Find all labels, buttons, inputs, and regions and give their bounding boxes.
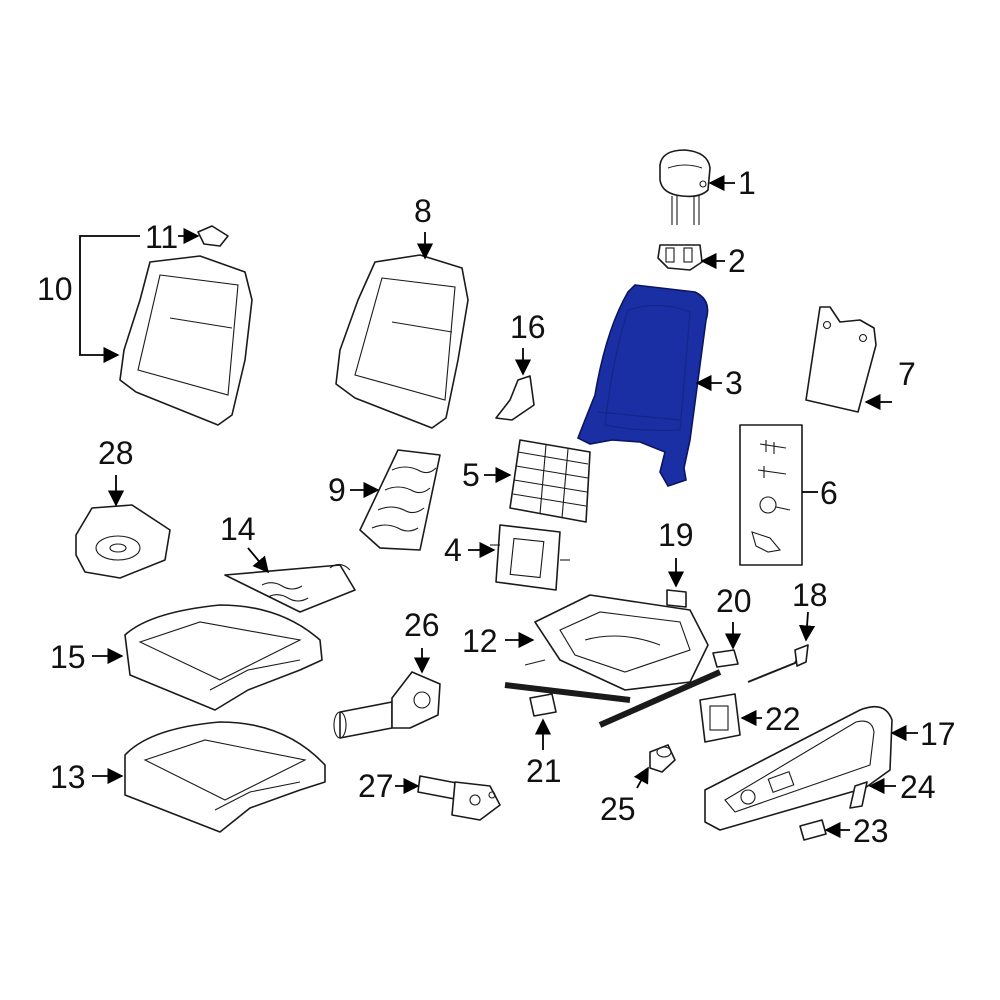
part-2-headrest-guide[interactable] xyxy=(657,244,703,271)
callout-26: 26 xyxy=(404,607,440,643)
part-16-trim-piece[interactable] xyxy=(495,375,535,421)
callout-7: 7 xyxy=(898,356,916,392)
part-27-motor-bracket[interactable] xyxy=(417,775,501,821)
part-8-seatback-pad[interactable] xyxy=(335,254,469,429)
part-11-clip[interactable] xyxy=(197,225,229,247)
callout-6: 6 xyxy=(820,475,838,511)
callout-20: 20 xyxy=(716,583,752,619)
part-15-seat-cover[interactable] xyxy=(124,604,323,711)
part-9-lumbar-pad[interactable] xyxy=(359,449,441,551)
callout-19: 19 xyxy=(658,517,694,553)
callout-11: 11 xyxy=(145,219,178,255)
leader-18 xyxy=(798,611,816,642)
part-24-trim-piece[interactable] xyxy=(849,781,868,809)
part-12-seat-frame[interactable] xyxy=(504,594,722,728)
callout-14: 14 xyxy=(220,511,256,547)
part-3-seatback-frame[interactable] xyxy=(576,284,709,487)
callout-22: 22 xyxy=(765,701,801,737)
callout-4: 4 xyxy=(444,532,462,568)
part-4-lumbar-mechanism[interactable] xyxy=(490,524,570,591)
callout-1: 1 xyxy=(738,165,756,201)
callout-9: 9 xyxy=(328,472,346,508)
part-23-cap[interactable] xyxy=(799,819,827,841)
part-22-switch[interactable] xyxy=(699,693,741,743)
part-19-clip[interactable] xyxy=(666,589,687,608)
part-13-seat-pad[interactable] xyxy=(124,721,326,833)
part-28-mount[interactable] xyxy=(75,504,171,579)
part-18-cable[interactable] xyxy=(747,644,809,683)
part-25-knob[interactable] xyxy=(649,744,676,773)
callout-24: 24 xyxy=(900,769,936,805)
part-6-hardware-kit[interactable] xyxy=(739,424,803,566)
callout-17: 17 xyxy=(920,716,956,752)
callout-23: 23 xyxy=(853,813,889,849)
callout-10: 10 xyxy=(37,271,73,307)
callout-13: 13 xyxy=(50,759,86,795)
part-7-back-panel[interactable] xyxy=(805,306,877,413)
callout-8: 8 xyxy=(414,193,432,229)
callout-25: 25 xyxy=(600,791,636,827)
part-17-side-shield[interactable] xyxy=(704,705,893,831)
part-14-heater-element[interactable] xyxy=(224,563,356,613)
part-20-clip[interactable] xyxy=(712,649,739,668)
callout-3: 3 xyxy=(725,365,743,401)
leader-10 xyxy=(79,235,140,364)
leader-14 xyxy=(247,547,270,574)
callout-16: 16 xyxy=(510,309,546,345)
part-26-motor[interactable] xyxy=(333,671,441,739)
leader-25 xyxy=(633,766,649,789)
part-1-headrest[interactable] xyxy=(659,149,711,225)
callout-21: 21 xyxy=(526,753,562,789)
part-5-spring-grid[interactable] xyxy=(509,439,591,523)
callout-27: 27 xyxy=(358,768,394,804)
part-21-clip[interactable] xyxy=(529,693,557,717)
part-10-seatback-cover[interactable] xyxy=(119,255,253,426)
callout-5: 5 xyxy=(462,457,480,493)
callout-2: 2 xyxy=(728,243,746,279)
callout-28: 28 xyxy=(98,435,134,471)
callout-18: 18 xyxy=(792,577,828,613)
callout-12: 12 xyxy=(462,623,498,659)
callout-15: 15 xyxy=(50,639,86,675)
